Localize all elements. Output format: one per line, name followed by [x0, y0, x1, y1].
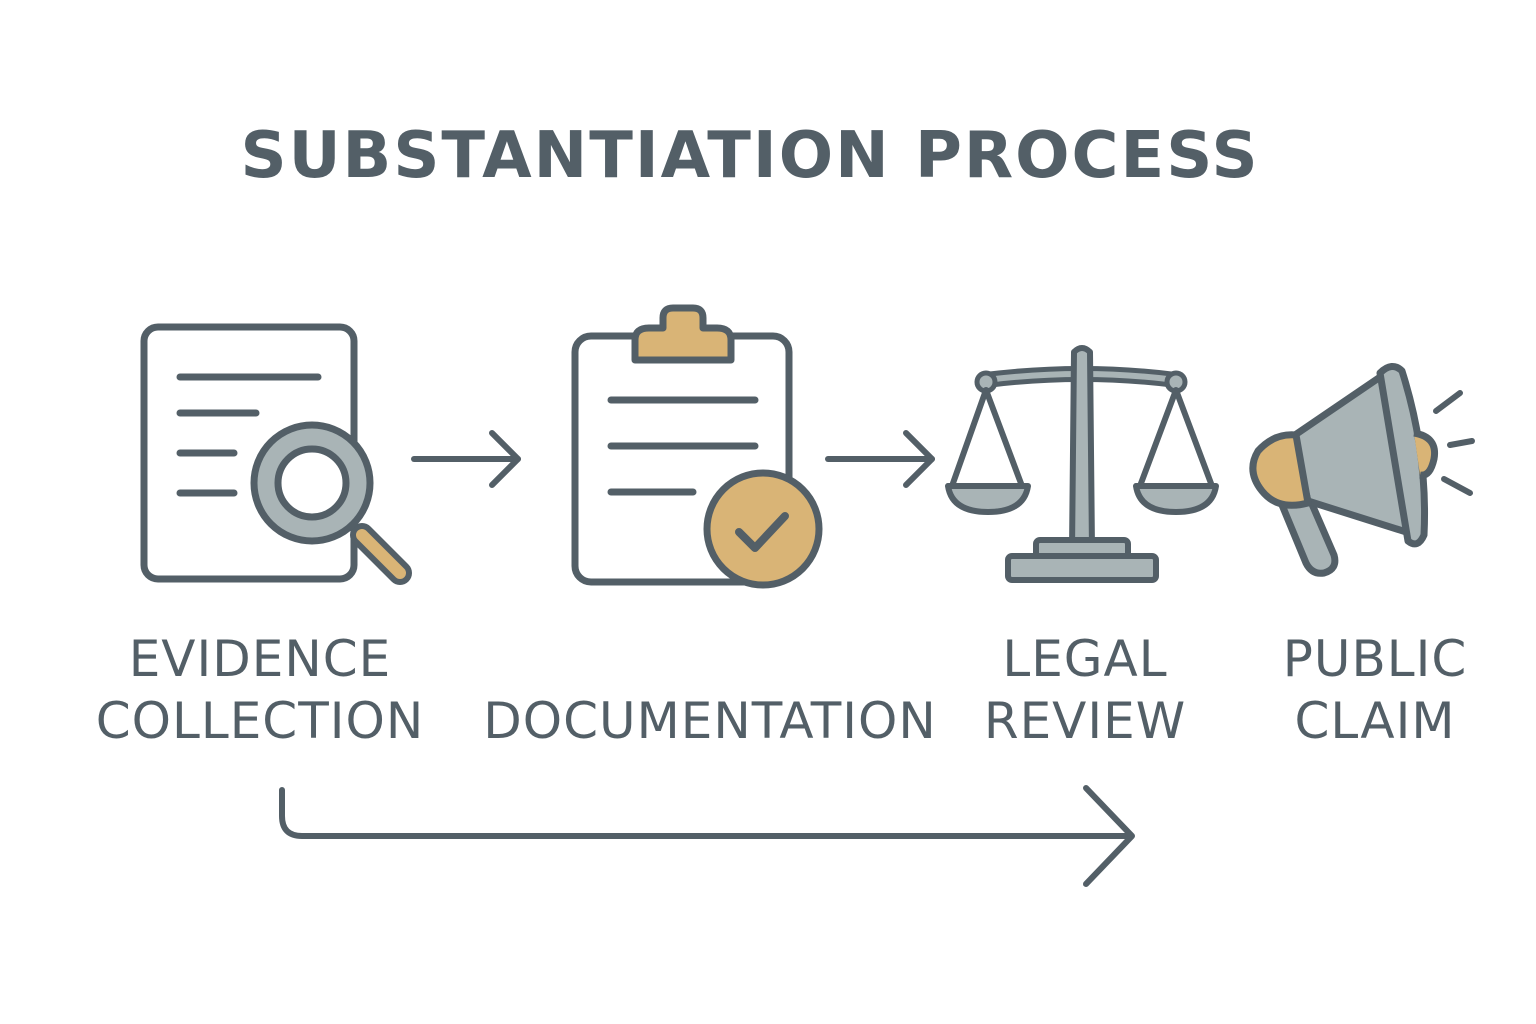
arrow-right-1 — [411, 430, 521, 488]
step-label-line1: PUBLIC — [1282, 630, 1468, 688]
step-label-legal-review: LEGAL REVIEW — [960, 628, 1210, 752]
step-label-line2: COLLECTION — [95, 692, 425, 750]
step-label-line2: REVIEW — [983, 692, 1187, 750]
step-label-documentation: DOCUMENTATION — [470, 628, 950, 752]
megaphone-icon — [1249, 363, 1475, 577]
step-label-line2: CLAIM — [1294, 692, 1456, 750]
step-label-evidence-collection: EVIDENCE COLLECTION — [60, 628, 460, 752]
scales-icon — [945, 345, 1219, 583]
arrow-right-2 — [825, 430, 935, 488]
step-label-line2: DOCUMENTATION — [483, 692, 937, 750]
clipboard-check-icon — [571, 304, 823, 589]
long-bottom-arrow — [279, 785, 1135, 887]
step-label-public-claim: PUBLIC CLAIM — [1255, 628, 1495, 752]
document-magnifier-icon — [140, 323, 412, 585]
diagram-title: SUBSTANTIATION PROCESS — [240, 119, 1260, 193]
step-label-line1: LEGAL — [1002, 630, 1168, 688]
step-label-line1 — [470, 628, 950, 690]
step-label-line1: EVIDENCE — [128, 630, 392, 688]
